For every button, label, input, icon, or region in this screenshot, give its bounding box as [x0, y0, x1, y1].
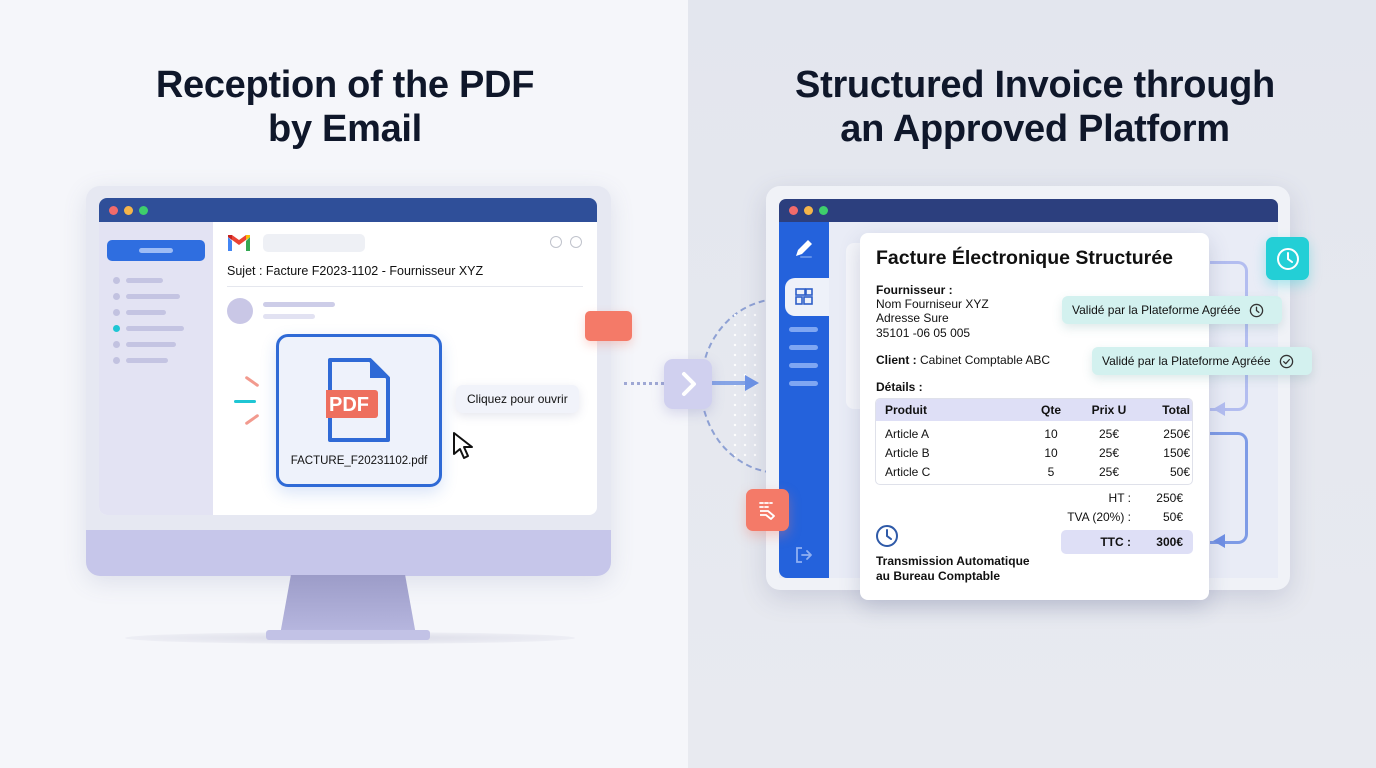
divider — [227, 286, 583, 287]
mail-content: Sujet : Facture F2023-1102 - Fournisseur… — [213, 222, 597, 515]
sidebar-item[interactable] — [113, 276, 163, 284]
sidebar-item[interactable] — [789, 345, 818, 350]
table-row: Article B 10 25€ 150€ — [885, 445, 1190, 460]
sidebar-item[interactable] — [113, 292, 180, 300]
chevron-right-icon — [682, 372, 696, 396]
monitor-stand — [280, 575, 416, 635]
supplier-code: 35101 -06 05 005 — [876, 326, 971, 340]
tva-row: TVA (20%) : 50€ — [1067, 510, 1183, 524]
supplier-name: Nom Fourniseur XYZ — [876, 297, 989, 311]
spark-decoration — [234, 400, 256, 403]
supplier-address: Adresse Sure — [876, 311, 949, 325]
clock-icon — [1276, 247, 1299, 270]
sender-avatar — [227, 298, 253, 324]
table-header: Produit Qte Prix U Total — [876, 399, 1192, 421]
gmail-icon — [228, 235, 250, 251]
minimize-dot[interactable] — [804, 206, 813, 215]
schedule-button[interactable] — [1266, 237, 1309, 280]
client-value: Cabinet Comptable ABC — [920, 353, 1051, 367]
transfer-button[interactable] — [664, 359, 712, 409]
details-label: Détails : — [876, 380, 923, 394]
sidebar-item[interactable] — [113, 340, 176, 348]
close-dot[interactable] — [789, 206, 798, 215]
close-dot[interactable] — [109, 205, 118, 215]
ttc-row: TTC : 300€ — [1100, 535, 1183, 549]
svg-text:PDF: PDF — [329, 394, 369, 416]
search-bar[interactable] — [263, 234, 365, 252]
dotted-connector — [624, 382, 664, 385]
table-row: Article C 5 25€ 50€ — [885, 464, 1190, 479]
edit-icon[interactable] — [792, 236, 816, 260]
left-section-title: Reception of the PDF by Email — [155, 64, 535, 150]
ttc-highlight — [1061, 530, 1193, 554]
maximize-dot[interactable] — [819, 206, 828, 215]
dashboard-icon — [795, 288, 813, 305]
supplier-label: Fournisseur : — [876, 283, 953, 297]
sidebar-item[interactable] — [789, 381, 818, 386]
flow-arrow-head — [1213, 402, 1225, 416]
sidebar-item[interactable] — [113, 356, 168, 364]
header-prix-u: Prix U — [1091, 403, 1127, 417]
monitor-chin — [86, 530, 611, 576]
maximize-dot[interactable] — [139, 205, 148, 215]
invoice-title: Facture Électronique Structurée — [876, 247, 1173, 269]
flow-connector — [1210, 261, 1248, 411]
logout-icon[interactable] — [794, 545, 814, 565]
transmission-line1: Transmission Automatique — [876, 554, 1030, 568]
sidebar-item[interactable] — [113, 308, 166, 316]
pdf-filename: FACTURE_F20231102.pdf — [290, 455, 428, 467]
sidebar-item[interactable] — [789, 327, 818, 332]
client-label: Client : — [876, 353, 917, 367]
window-titlebar — [99, 198, 597, 222]
sender-name-placeholder — [263, 302, 335, 307]
arrow-head — [745, 375, 759, 391]
right-section-title: Structured Invoice through an Approved P… — [795, 64, 1275, 150]
platform-titlebar — [779, 199, 1278, 222]
transmission-line2: au Bureau Comptable — [876, 569, 1001, 583]
payment-button[interactable] — [746, 489, 789, 531]
print-icon[interactable] — [550, 236, 562, 248]
mouse-cursor-icon — [453, 432, 473, 459]
hand-payment-icon — [758, 502, 775, 520]
minimize-dot[interactable] — [124, 205, 133, 215]
flow-arrow-head — [1213, 534, 1225, 548]
header-total: Total — [1162, 403, 1190, 417]
sidebar-item[interactable] — [789, 363, 818, 368]
compose-button[interactable] — [107, 240, 205, 261]
notification-tag — [585, 311, 632, 341]
email-subject: Sujet : Facture F2023-1102 - Fournisseur… — [227, 264, 484, 278]
validation-badge-approved: Validé par la Plateforme Agréée — [1092, 347, 1312, 375]
mail-sidebar — [99, 222, 213, 515]
table-row: Article A 10 25€ 250€ — [885, 426, 1190, 441]
clock-icon — [876, 525, 898, 547]
pdf-file-icon: PDF — [326, 358, 390, 442]
client-row: Client : Cabinet Comptable ABC — [876, 353, 1050, 367]
sidebar-item-active[interactable] — [113, 324, 184, 332]
clock-icon — [1249, 303, 1263, 317]
validation-badge-pending: Validé par la Plateforme Agréée — [1062, 296, 1282, 324]
monitor-foot — [266, 630, 430, 640]
header-produit: Produit — [885, 403, 927, 417]
header-qte: Qte — [1040, 403, 1061, 417]
invoice-table: Produit Qte Prix U Total Article A 10 25… — [875, 398, 1193, 485]
open-tooltip: Cliquez pour ouvrir — [456, 385, 579, 413]
flow-connector — [1210, 432, 1248, 544]
account-icon[interactable] — [570, 236, 582, 248]
sender-email-placeholder — [263, 314, 315, 319]
arrow-line — [712, 381, 748, 385]
check-circle-icon — [1279, 354, 1293, 368]
subtotal-ht: HT : 250€ — [1108, 491, 1183, 505]
